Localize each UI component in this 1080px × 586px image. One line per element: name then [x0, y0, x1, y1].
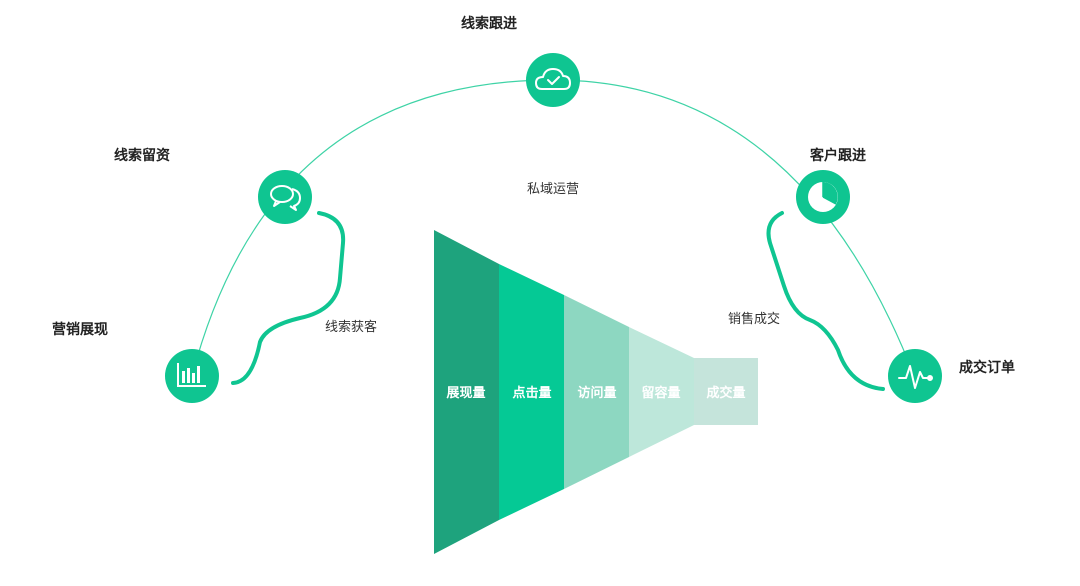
funnel-segment-5 [694, 358, 758, 425]
node-circle-gengjin [526, 53, 580, 107]
pulse-icon [898, 365, 933, 389]
chat-bubbles-icon [270, 185, 301, 211]
node-label-dingdan: 成交订单 [959, 359, 1015, 376]
left-brace [231, 211, 346, 385]
funnel-stage-label-1: 展现量 [446, 386, 485, 401]
bar-chart-icon [177, 363, 206, 387]
node-label-liuzi: 线索留资 [114, 147, 170, 164]
node-label-yingxiao: 营销展现 [52, 321, 108, 338]
funnel-segment-2 [499, 264, 564, 520]
funnel-stage-label-4: 留容量 [641, 385, 680, 401]
funnel-segment-1 [434, 230, 499, 554]
node-label-gengjin: 线索跟进 [461, 15, 517, 32]
right-brace-label: 销售成交 [728, 311, 780, 327]
center-label: 私域运营 [527, 182, 579, 197]
node-circle-dingdan [888, 349, 942, 403]
right-brace [766, 211, 885, 391]
node-circle-liuzi [258, 170, 312, 224]
cloud-check-icon [535, 68, 571, 90]
pie-chart-icon [808, 182, 838, 212]
left-brace-label: 线索获客 [325, 319, 377, 335]
funnel-segment-3 [564, 295, 629, 489]
funnel-stage-label-2: 点击量 [512, 385, 551, 401]
funnel-stage-label-3: 访问量 [577, 385, 616, 401]
funnel-stage-label-5: 成交量 [706, 385, 745, 401]
funnel-segment-4 [629, 327, 694, 457]
node-label-kehu: 客户跟进 [809, 147, 866, 164]
